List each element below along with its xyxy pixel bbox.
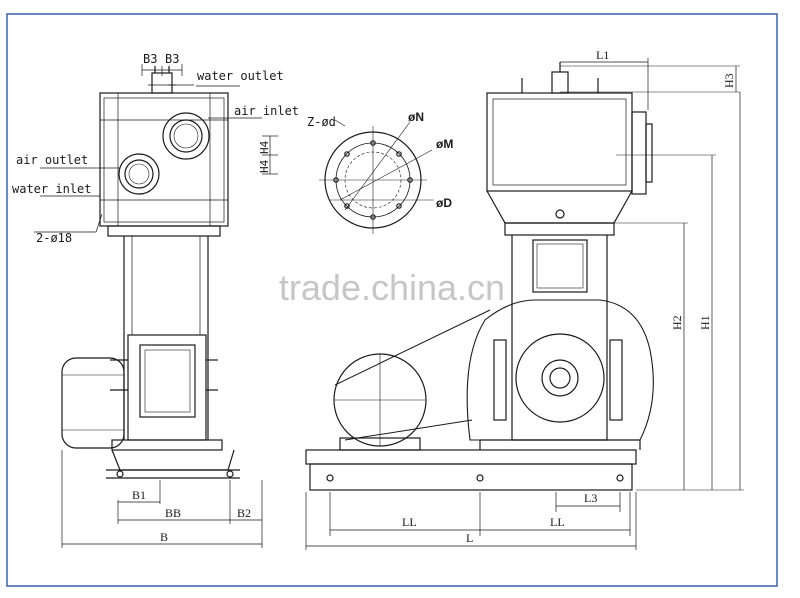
drawing-border (6, 13, 778, 587)
b1-label: B1 (132, 488, 146, 502)
front-view-labels: L1 H3 H2 H1 L3 LL LL L (402, 48, 736, 545)
b3-left-label: B3 (143, 52, 157, 66)
h3-label: H3 (722, 73, 736, 88)
air-inlet-label: air inlet (234, 104, 299, 118)
air-outlet-port (118, 153, 160, 195)
front-view (305, 58, 744, 550)
b2-label: B2 (237, 506, 251, 520)
b-label: B (160, 530, 168, 544)
h1-label: H1 (698, 315, 712, 330)
h4-label-b: H4 (258, 140, 271, 154)
side-housing (99, 92, 229, 227)
side-view (34, 64, 278, 548)
b3-right-label: B3 (165, 52, 179, 66)
h2-label: H2 (670, 315, 684, 330)
n-diameter-label: øN (408, 110, 424, 124)
side-view-labels: B3 B3 water outlet air inlet air outlet … (12, 52, 299, 544)
air-outlet-label: air outlet (16, 153, 88, 167)
flange-view-labels: Z-ød øN øM øD (307, 110, 453, 210)
water-outlet-label: water outlet (197, 69, 284, 83)
l3-label: L3 (584, 491, 597, 505)
ll-right-label: LL (550, 515, 565, 529)
base-frame (305, 449, 637, 465)
l-label: L (466, 531, 473, 545)
pump-head (486, 92, 633, 192)
d-diameter-label: øD (436, 196, 452, 210)
l1-label: L1 (596, 48, 609, 62)
bb-label: BB (165, 506, 181, 520)
flywheel (515, 333, 605, 423)
ll-left-label: LL (402, 515, 417, 529)
z-d-label: Z-ød (307, 115, 336, 129)
h4-label-a: H4 (258, 159, 271, 173)
water-inlet-label: water inlet (12, 182, 91, 196)
air-inlet-port (162, 112, 210, 160)
m-diameter-label: øM (436, 137, 453, 151)
watermark-text: trade.china.cn (279, 267, 505, 308)
flange-view (319, 119, 434, 234)
bolt-holes-label: 2-ø18 (36, 231, 72, 245)
